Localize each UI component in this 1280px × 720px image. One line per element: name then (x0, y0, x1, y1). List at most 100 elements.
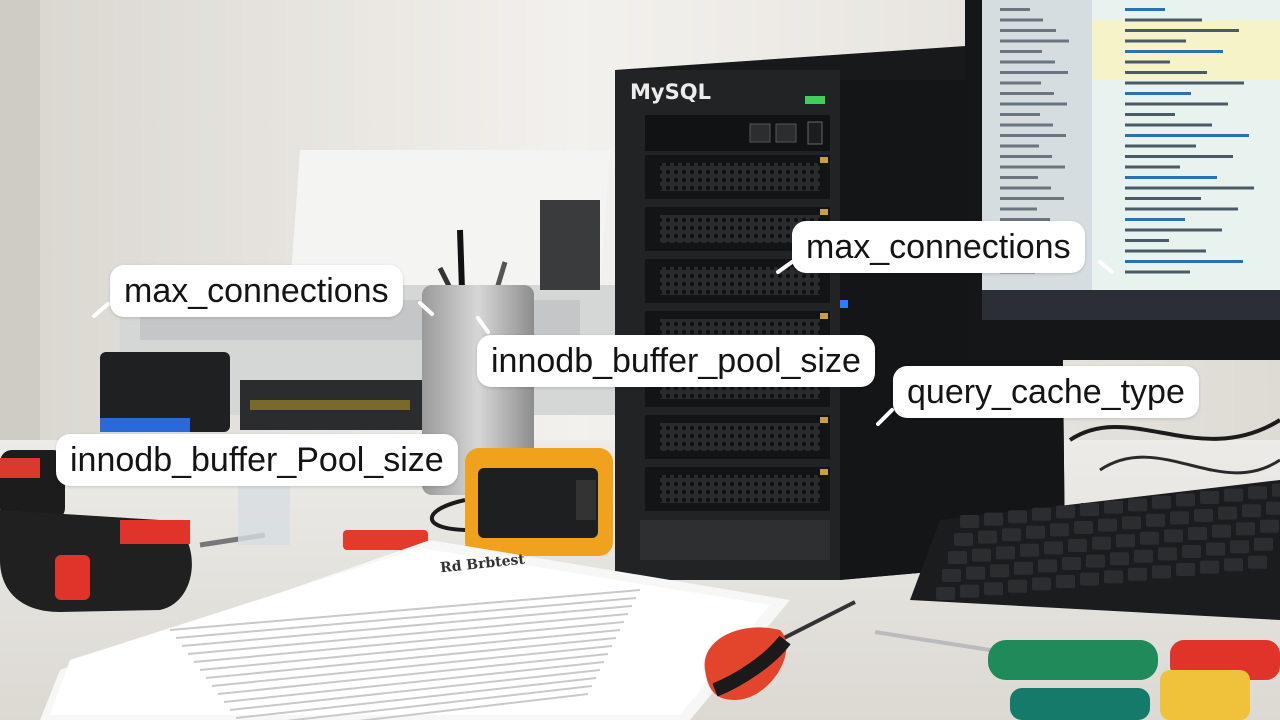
keyboard-key (942, 569, 961, 582)
keyboard-key (1176, 493, 1195, 507)
drive-bay-vent (660, 163, 820, 191)
keyboard-key (1152, 565, 1171, 579)
keyboard-key (978, 530, 997, 544)
keyboard-key (1134, 549, 1153, 563)
keyboard-key (1104, 500, 1123, 514)
keyboard-key (1104, 570, 1123, 584)
keyboard-key (1188, 527, 1207, 540)
file-tree-line (1000, 176, 1038, 179)
code-line (1125, 81, 1244, 85)
keyboard-key (1146, 513, 1165, 527)
keyboard-key (1254, 537, 1273, 551)
file-tree-line (1000, 29, 1056, 32)
cable (430, 498, 471, 532)
keyboard-key (1116, 534, 1135, 548)
paper-text-line (285, 685, 593, 720)
keyboard-key (1122, 516, 1141, 530)
keyboard-key (1032, 507, 1051, 521)
keyboard-key (1074, 521, 1093, 534)
keyboard-key (954, 533, 973, 546)
file-tree-line (1000, 92, 1054, 95)
file-tree-line (1000, 123, 1053, 127)
label-innodb-buffer-pool-size-left: innodb_buffer_Pool_size (56, 434, 458, 486)
pointer-tick (776, 260, 794, 274)
code-line (1125, 207, 1238, 211)
paper-text-line (187, 613, 629, 655)
pointer-tick (1098, 260, 1114, 274)
code-line (1125, 260, 1243, 263)
keyboard-key (1272, 483, 1280, 497)
pointer-tick (418, 301, 434, 316)
keyboard-key (1026, 525, 1045, 539)
red-clip (343, 530, 428, 550)
paper-text-line (223, 661, 605, 703)
file-tree-line (1000, 50, 1042, 53)
code-line (1125, 176, 1217, 179)
keyboard-key (1200, 560, 1219, 574)
cable (1068, 418, 1280, 442)
file-tree-line (1000, 165, 1065, 169)
keyboard (910, 480, 1280, 620)
file-tree-line (1000, 186, 1051, 190)
server-brand-logo: MySQL (630, 80, 711, 104)
keyboard-key (1038, 559, 1057, 573)
drive-bay-led (820, 417, 828, 423)
paper-text-line (235, 677, 597, 719)
keyboard-key (984, 512, 1003, 526)
file-tree-line (1000, 197, 1064, 200)
keyboard-key (1230, 540, 1249, 554)
black-box (100, 352, 230, 432)
code-line (1125, 50, 1223, 53)
code-line (1125, 155, 1233, 158)
wall-panel-left (0, 0, 40, 460)
paper-text-line (181, 605, 633, 647)
keyboard-key (1056, 505, 1075, 519)
cordless-drill (0, 450, 266, 612)
keyboard-key (990, 564, 1009, 578)
keyboard-key (1224, 488, 1243, 502)
keyboard-key (1182, 545, 1201, 558)
keyboard-key (1176, 563, 1195, 576)
keyboard-key (1086, 554, 1105, 568)
keyboard-key (1020, 543, 1039, 557)
code-line (1125, 228, 1222, 232)
keyboard-key (1062, 557, 1081, 570)
keyboard-key (1008, 579, 1027, 593)
multimeter (465, 448, 613, 556)
code-line (1125, 39, 1186, 43)
keyboard-key (996, 546, 1015, 560)
keyboard-key (1008, 510, 1027, 524)
file-tree-line (1000, 71, 1068, 74)
keyboard-key (1068, 539, 1087, 552)
keyboard-key (1152, 495, 1171, 509)
keyboard-key (948, 551, 967, 564)
keyboard-key (1158, 547, 1177, 561)
paper-text-line (358, 693, 589, 720)
keyboard-key (966, 566, 985, 580)
file-tree-line (1000, 60, 1055, 64)
code-line (1125, 29, 1239, 32)
paper-text-line (217, 653, 609, 695)
keyboard-key (960, 515, 979, 528)
drive-bay-vent (660, 267, 820, 295)
code-line (1125, 197, 1201, 200)
keyboard-key (1266, 501, 1280, 515)
keyboard-key (960, 584, 979, 598)
keyboard-key (1050, 523, 1069, 537)
file-tree-line (1000, 39, 1069, 43)
keyboard-key (1224, 558, 1243, 572)
label-max-connections-left: max_connections (110, 265, 403, 317)
file-tree-line (1000, 207, 1037, 211)
keyboard-key (1056, 575, 1075, 588)
server-tower (615, 45, 1065, 580)
code-line (1125, 165, 1180, 169)
file-tree-line (1000, 134, 1066, 137)
screwdrivers-right (874, 630, 1280, 720)
keyboard-key (1080, 572, 1099, 586)
drive-bay-vent (660, 475, 820, 503)
screwdriver (704, 600, 856, 700)
drive-bay-led (820, 469, 828, 475)
file-tree-line (1000, 18, 1043, 22)
drive-bay-led (820, 157, 828, 163)
drive-bay-led (820, 209, 828, 215)
